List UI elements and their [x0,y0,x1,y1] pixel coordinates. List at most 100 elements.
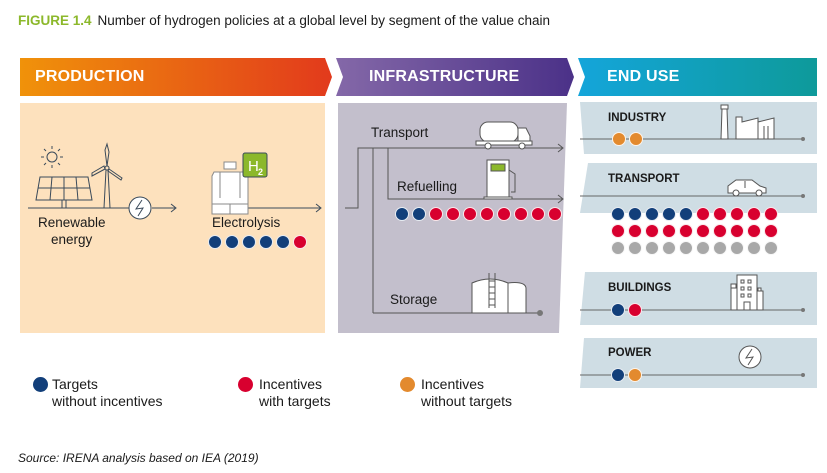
figure-label: FIGURE 1.4 [18,13,92,28]
policy-dot-transport-row3-other [628,241,642,255]
policy-dot-refuelling-incentives-with-targets [548,207,562,221]
policy-dot-transport-row2-incentives-with-targets [747,224,761,238]
renewable-energy-label-line1: Renewable [38,215,106,230]
legend-label-line2: without targets [421,393,513,409]
legend-label-line2: with targets [259,393,331,409]
transport-enduse-label: TRANSPORT [608,173,680,185]
policy-dot-transport-row3-other [679,241,693,255]
production-band [20,58,332,96]
policy-dot-power-targets-without-incentives [611,368,625,382]
end-use-band [578,58,817,96]
policy-dot-transport-row3-other [713,241,727,255]
policy-dot-electrolysis-targets-without-incentives [242,235,256,249]
end-use-stage-label: END USE [607,68,680,85]
legend-label-line1: Incentives [421,376,485,392]
policy-dot-transport-row2-incentives-with-targets [611,224,625,238]
legend-dot-targets-without-incentives [33,377,48,392]
legend-label-line1: Targets [52,376,98,392]
industry-label: INDUSTRY [608,112,667,124]
car-icon [727,179,767,197]
policy-dot-refuelling-incentives-with-targets [480,207,494,221]
policy-dot-transport-row2-incentives-with-targets [713,224,727,238]
policy-dot-transport-row2-incentives-with-targets [730,224,744,238]
renewable-energy-label-line2: energy [51,232,93,247]
infrastructure-band [336,58,574,96]
source-note: Source: IRENA analysis based on IEA (201… [18,451,259,465]
transport-infra-label: Transport [371,125,429,140]
policy-dot-electrolysis-targets-without-incentives [259,235,273,249]
policy-dot-transport-row2-incentives-with-targets [679,224,693,238]
policy-dot-electrolysis-targets-without-incentives [208,235,222,249]
power-label: POWER [608,347,652,359]
policy-dot-transport-row1-incentives-with-targets [764,207,778,221]
factory-icon [720,104,775,140]
policy-dot-electrolysis-targets-without-incentives [225,235,239,249]
policy-dot-refuelling-incentives-with-targets [429,207,443,221]
infrastructure-stage-label: INFRASTRUCTURE [369,68,520,85]
figure-title: FIGURE 1.4 Number of hydrogen policies at… [18,13,550,28]
legend-dot-incentives-without-targets [400,377,415,392]
policy-dot-transport-row1-incentives-with-targets [713,207,727,221]
policy-dot-electrolysis-targets-without-incentives [276,235,290,249]
figure-title-text: Number of hydrogen policies at a global … [97,13,551,28]
policy-dot-transport-row3-other [696,241,710,255]
policy-dot-transport-row1-targets-without-incentives [628,207,642,221]
policy-dot-transport-row1-targets-without-incentives [645,207,659,221]
wind-turbine-icon [91,142,123,209]
svg-text:2: 2 [258,167,263,177]
policy-dot-power-incentives-without-targets [628,368,642,382]
buildings-panel [580,272,817,325]
svg-text:H: H [248,158,259,175]
policy-dot-transport-row1-targets-without-incentives [679,207,693,221]
legend-incentives-with-targets: Incentives with targets [259,376,331,410]
policy-dot-refuelling-incentives-with-targets [514,207,528,221]
policy-dot-refuelling-incentives-with-targets [463,207,477,221]
storage-label: Storage [390,292,438,307]
buildings-label: BUILDINGS [608,282,672,294]
policy-dot-refuelling-targets-without-incentives [412,207,426,221]
policy-dot-refuelling-targets-without-incentives [395,207,409,221]
policy-dot-refuelling-incentives-with-targets [446,207,460,221]
industry-panel [580,102,817,154]
policy-dot-transport-row3-other [747,241,761,255]
policy-dot-transport-row2-incentives-with-targets [696,224,710,238]
policy-dot-transport-row1-incentives-with-targets [696,207,710,221]
transport-panel [580,163,817,213]
policy-dot-transport-row3-other [662,241,676,255]
policy-dot-transport-row1-incentives-with-targets [747,207,761,221]
fuel-pump-icon [483,159,516,200]
policy-dot-refuelling-incentives-with-targets [497,207,511,221]
production-stage-label: PRODUCTION [35,68,145,85]
production-panel [20,103,325,333]
electricity-icon [128,196,152,220]
policy-dot-transport-row3-other [645,241,659,255]
solar-panel-icon [35,176,93,208]
policy-dot-buildings-targets-without-incentives [611,303,625,317]
policy-dot-transport-row3-other [611,241,625,255]
policy-dot-transport-row2-incentives-with-targets [645,224,659,238]
policy-dot-transport-row1-targets-without-incentives [611,207,625,221]
policy-dot-transport-row3-other [730,241,744,255]
policy-dot-buildings-incentives-with-targets [628,303,642,317]
legend-incentives-without-targets: Incentives without targets [421,376,512,410]
policy-dot-electrolysis-incentives-with-targets [293,235,307,249]
policy-dot-industry-incentives-without-targets [629,132,643,146]
legend-label-line1: Incentives [259,376,323,392]
legend-label-line2: without incentives [52,393,163,409]
h2-icon: H 2 [242,152,268,178]
policy-dot-transport-row3-other [764,241,778,255]
power-icon [738,345,762,369]
building-icon [730,274,764,311]
policy-dot-transport-row1-incentives-with-targets [730,207,744,221]
refuelling-label: Refuelling [397,179,458,194]
policy-dot-transport-row2-incentives-with-targets [628,224,642,238]
policy-dot-transport-row1-targets-without-incentives [662,207,676,221]
sun-icon [41,146,63,168]
legend-dot-incentives-with-targets [238,377,253,392]
tanker-truck-icon [475,121,533,150]
policy-dot-transport-row2-incentives-with-targets [662,224,676,238]
policy-dot-industry-incentives-without-targets [612,132,626,146]
policy-dot-transport-row2-incentives-with-targets [764,224,778,238]
legend-targets-without-incentives: Targets without incentives [52,376,163,410]
policy-dot-refuelling-incentives-with-targets [531,207,545,221]
